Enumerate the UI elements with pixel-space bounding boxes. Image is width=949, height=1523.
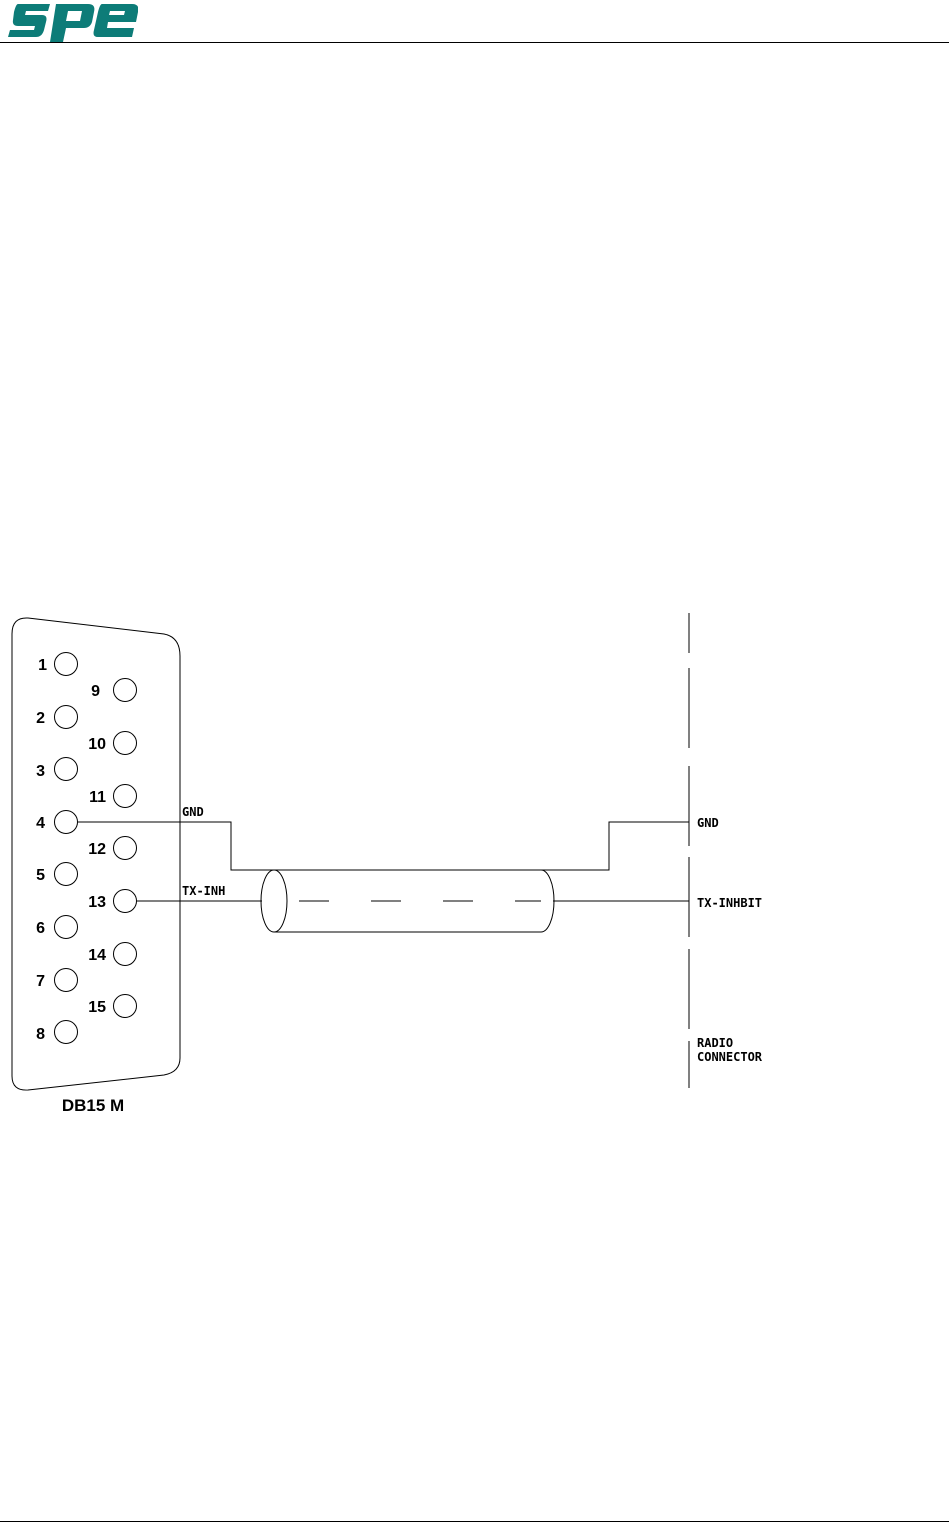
pin-label-12: 12 — [88, 841, 106, 858]
txinh-label-left: TX-INH — [182, 884, 225, 898]
pin-6 — [55, 916, 78, 939]
connector-caption: DB15 M — [62, 1096, 124, 1115]
pin-13 — [114, 890, 137, 913]
pin-1 — [55, 653, 78, 676]
pin-3 — [55, 758, 78, 781]
pin-12 — [114, 837, 137, 860]
pin-10 — [114, 732, 137, 755]
pin-8 — [55, 1021, 78, 1044]
cable-end-left — [261, 870, 287, 932]
radio-connector-label-line2: CONNECTOR — [697, 1050, 763, 1064]
txinh-label-right: TX-INHBIT — [697, 896, 762, 910]
pin-label-2: 2 — [36, 710, 45, 727]
pin-label-8: 8 — [36, 1026, 45, 1043]
pin-label-13: 13 — [88, 894, 106, 911]
pin-label-7: 7 — [36, 973, 45, 990]
pin-label-9: 9 — [91, 683, 100, 700]
pin-label-11: 11 — [89, 789, 106, 806]
pin-label-6: 6 — [36, 920, 45, 937]
gnd-wire — [78, 822, 689, 870]
pin-9 — [114, 679, 137, 702]
pin-label-10: 10 — [88, 736, 106, 753]
pin-label-1: 1 — [38, 657, 47, 674]
pin-4 — [55, 811, 78, 834]
pin-15 — [114, 995, 137, 1018]
gnd-label-left: GND — [182, 805, 204, 819]
radio-connector-label-line1: RADIO — [697, 1036, 733, 1050]
pin-11 — [114, 785, 137, 808]
pin-label-4: 4 — [36, 815, 45, 832]
pin-5 — [55, 863, 78, 886]
pin-column-right: 9 10 11 12 13 14 15 — [88, 679, 136, 1018]
shielded-cable — [261, 870, 554, 932]
pin-14 — [114, 943, 137, 966]
pin-2 — [55, 706, 78, 729]
footer-rule — [0, 1521, 949, 1522]
pin-label-14: 14 — [88, 947, 106, 964]
gnd-label-right: GND — [697, 816, 719, 830]
pin-7 — [55, 969, 78, 992]
pin-label-3: 3 — [36, 763, 45, 780]
pin-column-left: 1 2 3 4 5 6 7 8 — [36, 653, 77, 1044]
cable-end-right — [541, 870, 554, 932]
pin-label-15: 15 — [88, 999, 106, 1016]
pin-label-5: 5 — [36, 867, 45, 884]
